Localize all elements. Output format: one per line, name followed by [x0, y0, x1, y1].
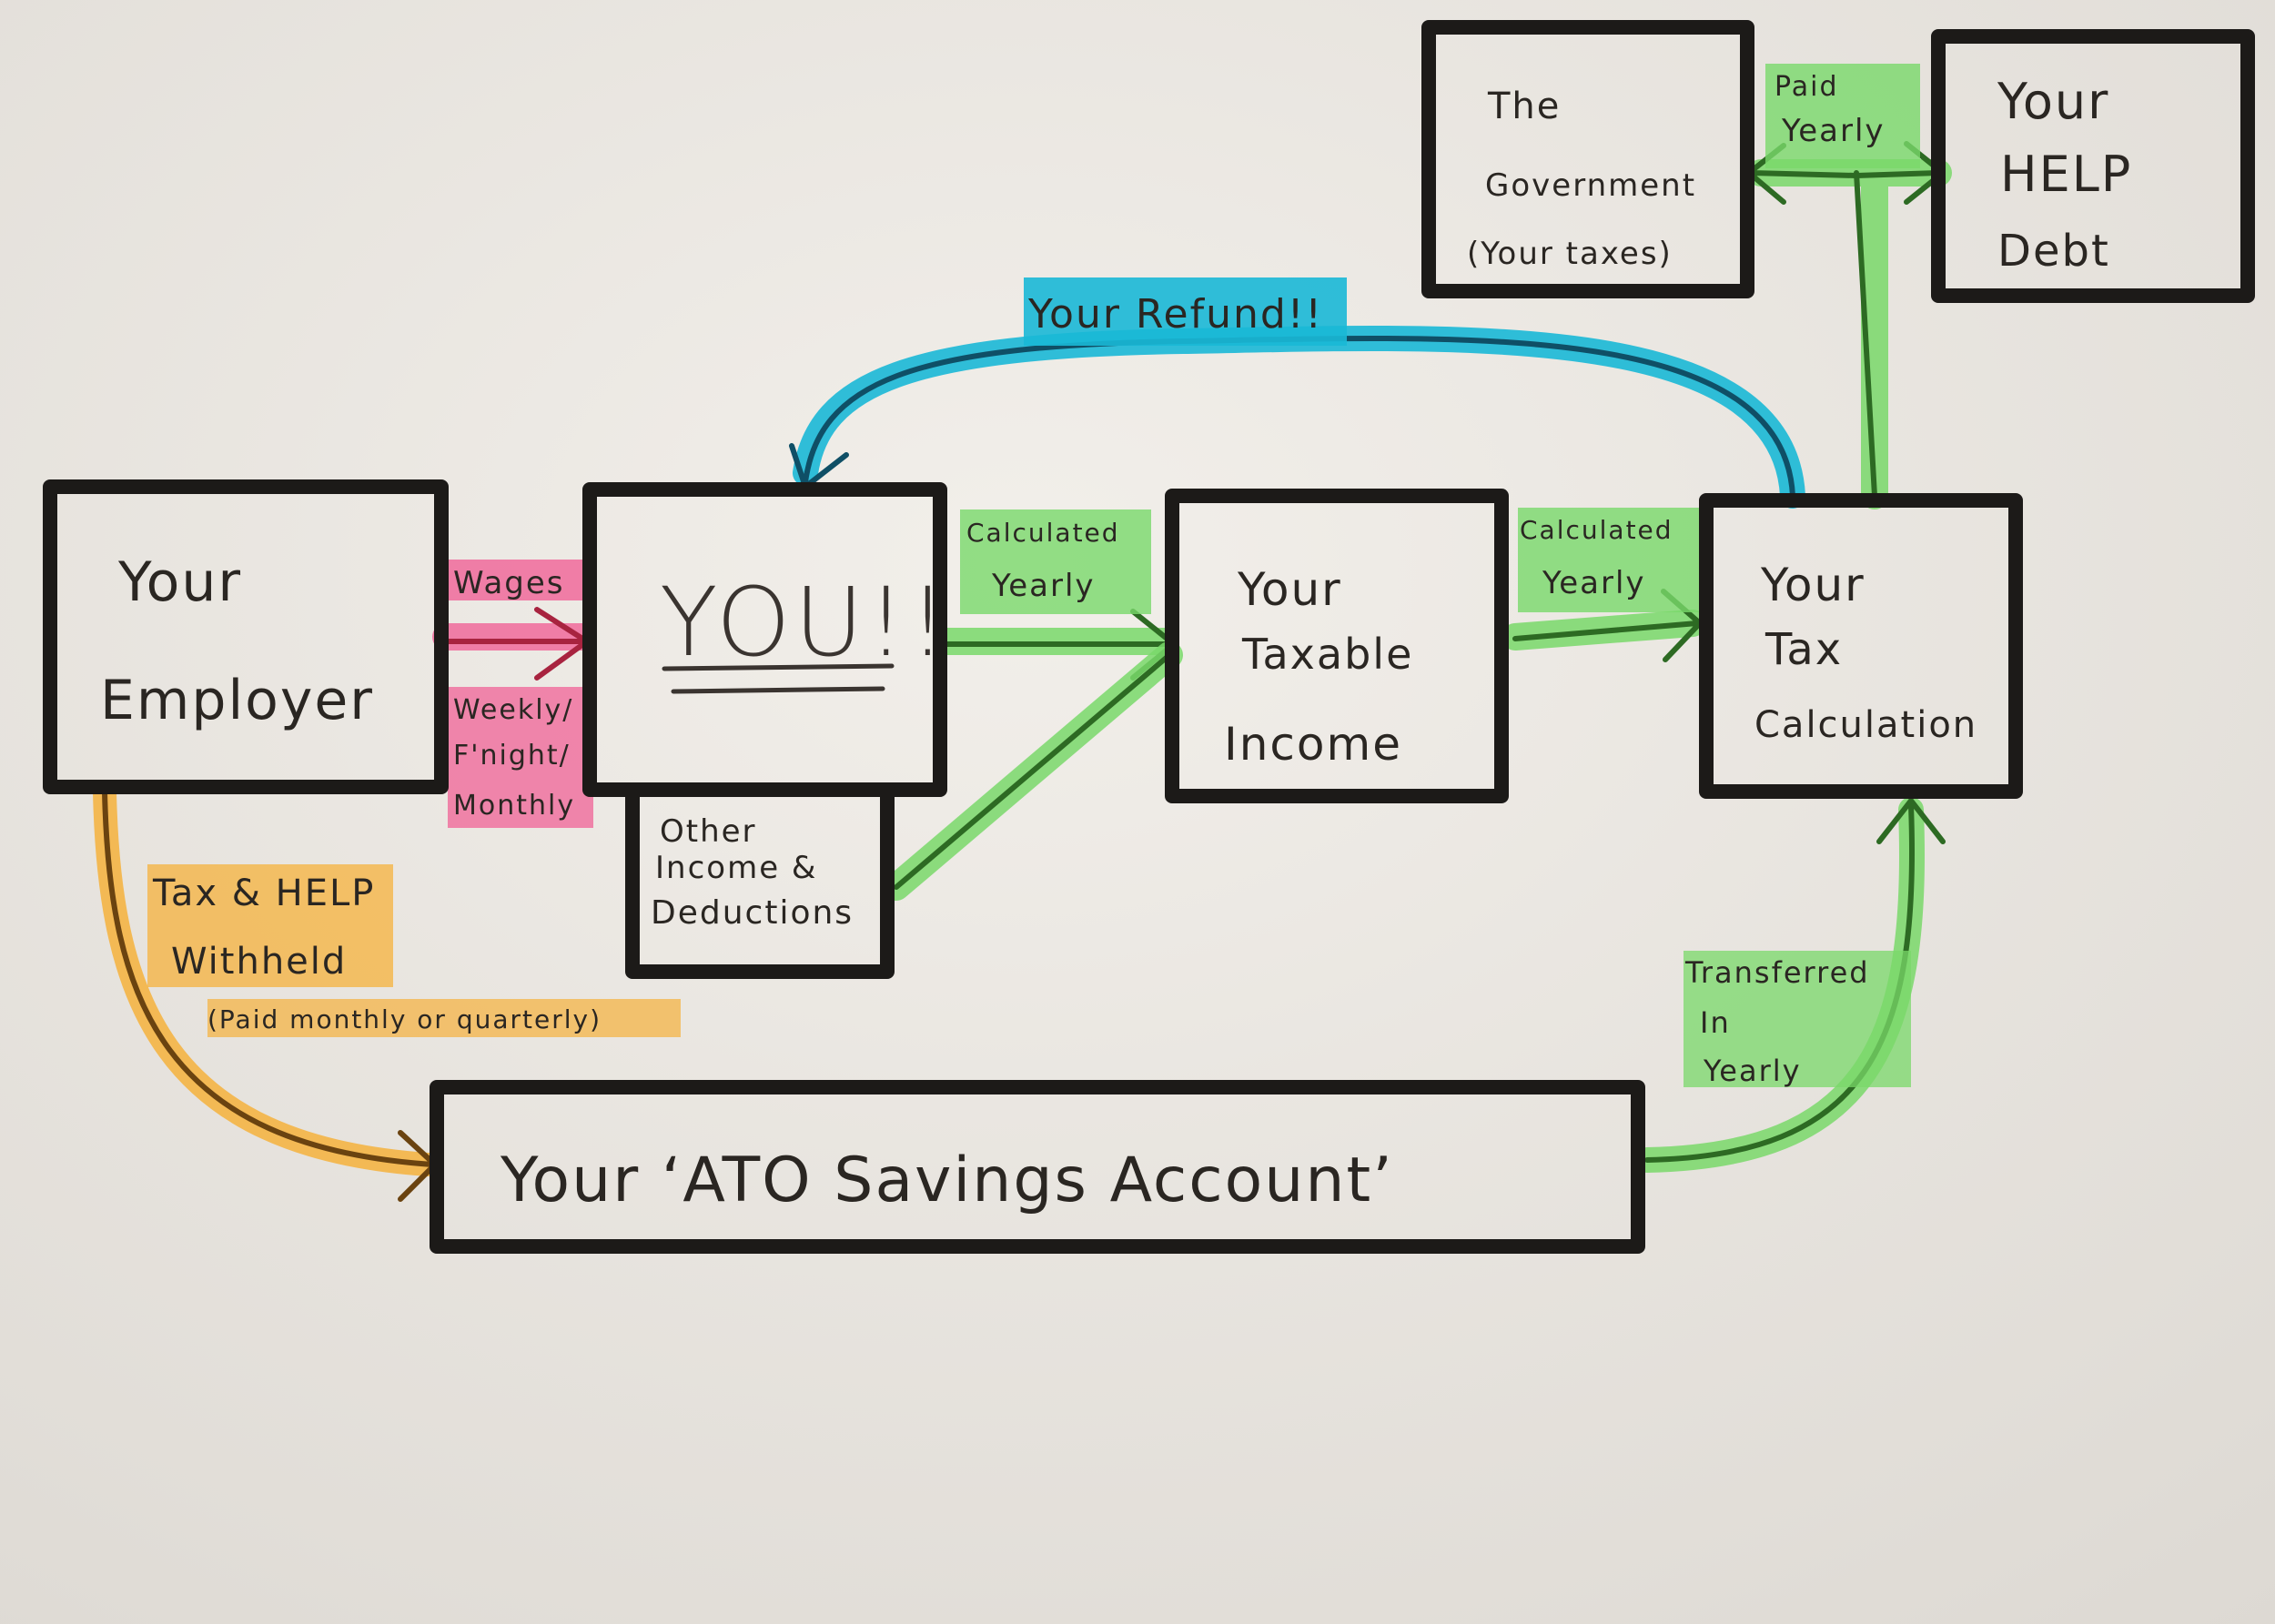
help-line-1: Your	[1997, 73, 2109, 130]
taxcalc-line-3: Calculation	[1754, 704, 1977, 746]
paid-yearly-highlight	[1765, 64, 1920, 168]
you-label: YOU!!	[660, 567, 950, 678]
calc2-line-1: Calculated	[1520, 515, 1673, 545]
withheld-highlight	[147, 864, 393, 987]
employer-line-2: Employer	[100, 669, 374, 732]
other-line-3: Deductions	[651, 894, 854, 932]
government-line-1: The	[1487, 86, 1561, 127]
withheld-note: (Paid monthly or quarterly)	[207, 1004, 602, 1034]
other-line-1: Other	[660, 813, 757, 850]
label-highlights	[147, 64, 1920, 1087]
taxcalc-line-2: Tax	[1764, 624, 1843, 675]
frequency-line-3: Monthly	[453, 790, 575, 822]
calc1-line-2: Yearly	[991, 568, 1096, 604]
ato-label: Your ‘ATO Savings Account’	[500, 1145, 1394, 1216]
connector-labels: Wages Weekly/ F'night/ Monthly Calculate…	[152, 71, 1886, 1088]
wages-label: Wages	[453, 565, 565, 601]
withheld-note-highlight	[207, 999, 681, 1037]
withheld-line-2: Withheld	[171, 941, 347, 983]
other-income-box	[625, 782, 895, 979]
frequency-line-2: F'night/	[453, 740, 571, 772]
other-line-2: Income &	[655, 850, 817, 886]
taxcalc-up-line	[1854, 170, 1877, 499]
taxable-income-node: Your Taxable Income	[1224, 563, 1413, 771]
employer-node: Your Employer	[100, 550, 374, 732]
transferred-line-2: In	[1700, 1005, 1731, 1040]
calc1-highlight	[960, 509, 1151, 614]
help-line-2: HELP	[2000, 146, 2132, 203]
node-boxes	[43, 20, 2255, 1254]
tax-calculation-box	[1699, 493, 2023, 799]
paid-yearly-line-1: Paid	[1774, 71, 1839, 103]
taxable-line-1: Your	[1237, 563, 1342, 616]
help-line-3: Debt	[1997, 226, 2110, 277]
government-node: The Government (Your taxes)	[1467, 86, 1696, 272]
taxcalc-line-1: Your	[1760, 559, 1866, 611]
wages-highlight	[448, 560, 584, 600]
other-to-taxable-arrow	[894, 652, 1172, 890]
withheld-line-1: Tax & HELP	[152, 873, 375, 914]
frequency-highlight	[448, 687, 593, 828]
frequency-line-1: Weekly/	[453, 694, 573, 726]
government-line-2: Government	[1485, 167, 1696, 204]
help-debt-box	[1931, 29, 2255, 303]
ato-savings-node: Your ‘ATO Savings Account’	[500, 1145, 1394, 1216]
government-box	[1421, 20, 1754, 298]
employer-line-1: Your	[117, 550, 242, 614]
taxable-line-2: Taxable	[1241, 630, 1413, 679]
transferred-line-1: Transferred	[1684, 955, 1870, 990]
you-node: YOU!!	[660, 567, 950, 694]
taxable-line-3: Income	[1224, 718, 1402, 771]
calc1-line-1: Calculated	[966, 518, 1120, 548]
refund-label: Your Refund!!	[1027, 291, 1323, 338]
transferred-highlight	[1684, 951, 1911, 1087]
refund-highlight	[1024, 277, 1347, 346]
paid-yearly-line-2: Yearly	[1781, 113, 1886, 149]
tax-calculation-node: Your Tax Calculation	[1754, 559, 1977, 746]
government-line-3: (Your taxes)	[1467, 236, 1673, 272]
taxable-income-box	[1165, 489, 1509, 803]
other-income-node: Other Income & Deductions	[651, 813, 854, 932]
help-debt-node: Your HELP Debt	[1997, 73, 2132, 277]
employer-box	[43, 479, 449, 794]
you-underline	[662, 663, 895, 694]
transferred-line-3: Yearly	[1703, 1054, 1802, 1088]
calc2-highlight	[1518, 508, 1700, 612]
ato-savings-box	[430, 1080, 1645, 1254]
calc2-line-2: Yearly	[1542, 565, 1646, 601]
